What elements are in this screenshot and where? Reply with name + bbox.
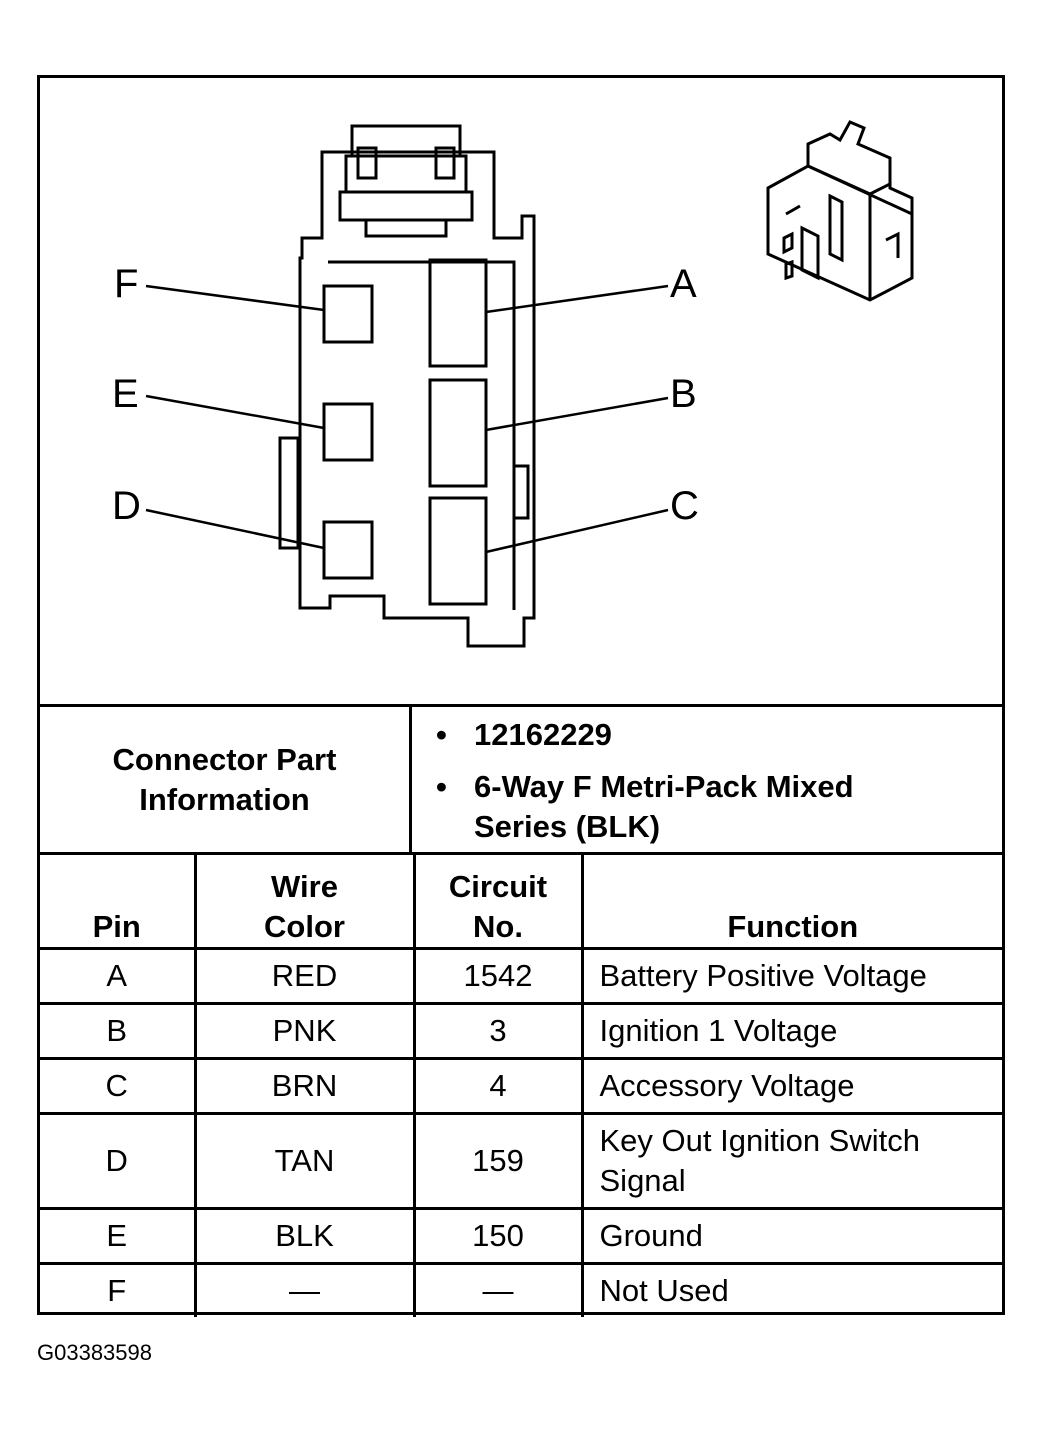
- cell-pin: A: [40, 947, 197, 1005]
- cell-function: Ground: [580, 1207, 1002, 1265]
- pin-table-header: Pin Wire Color Circuit No. Function: [40, 852, 1002, 950]
- connector-info-values: • 12162229 • 6-Way F Metri-Pack Mixed Se…: [412, 707, 1002, 852]
- bullet-icon: •: [436, 717, 447, 752]
- cell-pin: C: [40, 1057, 197, 1115]
- cell-circuit: 159: [412, 1112, 584, 1210]
- connector-info-label-line1: Connector Part: [112, 741, 337, 777]
- bullet-icon: •: [436, 769, 447, 804]
- cell-pin: E: [40, 1207, 197, 1265]
- figure-id: G03383598: [37, 1340, 152, 1365]
- connector-info-label: Connector Part Information: [40, 707, 412, 852]
- cell-circuit: —: [412, 1262, 584, 1317]
- cell-wire-color: TAN: [193, 1112, 416, 1210]
- part-number-row: • 12162229: [436, 715, 612, 755]
- header-pin: Pin: [40, 852, 197, 950]
- connector-side-tab: [512, 464, 530, 520]
- leader-lines: [145, 284, 669, 554]
- pin-label-c: C: [670, 484, 699, 528]
- description-line2: Series (BLK): [474, 809, 661, 844]
- cavity-f: [322, 284, 374, 344]
- cell-function: Accessory Voltage: [580, 1057, 1002, 1115]
- cell-function: Ignition 1 Voltage: [580, 1002, 1002, 1060]
- description-line1: 6-Way F Metri-Pack Mixed: [474, 769, 854, 804]
- cell-wire-color: PNK: [193, 1002, 416, 1060]
- connector-drawing-area: F E D A B C: [40, 78, 1002, 706]
- connector-iso-view: [766, 120, 914, 302]
- cell-function: Not Used: [580, 1262, 1002, 1317]
- cell-pin: B: [40, 1002, 197, 1060]
- cell-circuit: 4: [412, 1057, 584, 1115]
- connector-housing: [298, 150, 536, 648]
- pin-label-f: F: [114, 262, 139, 306]
- connector-side-rib: [278, 436, 300, 550]
- connector-info-label-line2: Information: [139, 781, 310, 817]
- pin-table: Pin Wire Color Circuit No. Function A RE…: [40, 852, 1002, 1317]
- header-circuit-no: Circuit No.: [412, 852, 584, 950]
- part-number: 12162229: [474, 717, 612, 752]
- cell-circuit: 1542: [412, 947, 584, 1005]
- header-function: Function: [580, 852, 1002, 950]
- connector-latch: [338, 124, 474, 238]
- connector-face-view: [145, 124, 669, 648]
- cell-pin: F: [40, 1262, 197, 1317]
- table-row: C BRN 4 Accessory Voltage: [40, 1057, 1002, 1115]
- cell-wire-color: RED: [193, 947, 416, 1005]
- cell-pin: D: [40, 1112, 197, 1210]
- description-row: • 6-Way F Metri-Pack Mixed Series (BLK): [436, 767, 854, 847]
- cell-function: Key Out Ignition Switch Signal: [580, 1112, 1002, 1210]
- diagram-frame: F E D A B C Connector Part Information •…: [37, 75, 1005, 1317]
- cavity-d: [322, 520, 374, 580]
- pin-label-d: D: [112, 484, 141, 528]
- cavity-e: [322, 402, 374, 462]
- pin-label-a: A: [670, 262, 697, 306]
- cavity-b: [428, 378, 488, 488]
- cell-wire-color: BLK: [193, 1207, 416, 1265]
- table-row: F — — Not Used: [40, 1262, 1002, 1317]
- cell-wire-color: —: [193, 1262, 416, 1317]
- connector-part-info: Connector Part Information • 12162229 • …: [40, 704, 1002, 852]
- cell-function: Battery Positive Voltage: [580, 947, 1002, 1005]
- pin-label-b: B: [670, 372, 697, 416]
- table-row: A RED 1542 Battery Positive Voltage: [40, 947, 1002, 1005]
- cell-circuit: 150: [412, 1207, 584, 1265]
- pin-label-e: E: [112, 372, 139, 416]
- cavity-a: [428, 258, 488, 368]
- table-row: B PNK 3 Ignition 1 Voltage: [40, 1002, 1002, 1060]
- table-row: E BLK 150 Ground: [40, 1207, 1002, 1265]
- cell-wire-color: BRN: [193, 1057, 416, 1115]
- cell-circuit: 3: [412, 1002, 584, 1060]
- header-wire-color: Wire Color: [193, 852, 416, 950]
- table-row: D TAN 159 Key Out Ignition Switch Signal: [40, 1112, 1002, 1210]
